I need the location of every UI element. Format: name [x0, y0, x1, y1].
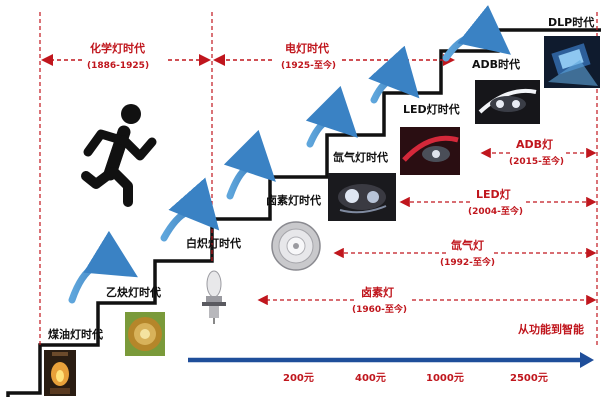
electric-era-title: 电灯时代: [285, 42, 329, 55]
trend-label: 从功能到智能: [518, 323, 584, 336]
price-label-2: 400元: [355, 373, 386, 384]
acetylene-lamp-image: [125, 312, 165, 356]
electric-era-years: (1925-至今): [281, 61, 337, 71]
price-trend-arrow-head: [580, 352, 594, 368]
range-title-halogen: 卤素灯: [361, 286, 394, 299]
step-label-adb: ADB时代: [472, 58, 521, 71]
range-years-xenon: (1992-至今): [440, 258, 496, 268]
curve-arrow-4: [305, 85, 358, 148]
step-label-xenon: 氙气灯时代: [333, 151, 388, 164]
curve-arrow-5: [368, 45, 420, 104]
dlp-headlight-image: [544, 36, 600, 88]
step-label-acetylene: 乙炔灯时代: [106, 286, 161, 299]
step-label-kerosene: 煤油灯时代: [48, 328, 103, 341]
range-title-adb: ADB灯: [516, 138, 554, 151]
staircase-line: [6, 28, 601, 397]
running-person-icon: [81, 104, 157, 207]
price-label-3: 1000元: [426, 373, 464, 384]
incandescent-bulb-image: [202, 270, 226, 324]
step-label-dlp: DLP时代: [548, 16, 595, 29]
range-years-led: (2004-至今): [468, 207, 524, 217]
range-years-adb: (2015-至今): [509, 157, 565, 167]
step-label-halogen: 卤素灯时代: [266, 194, 321, 207]
step-label-incandescent: 白炽灯时代: [186, 237, 241, 250]
range-years-halogen: (1960-至今): [352, 305, 408, 315]
kerosene-lamp-image: [44, 350, 76, 396]
chemical-era-title: 化学灯时代: [90, 42, 145, 55]
adb-headlight-image: [475, 80, 540, 124]
xenon-headlight-image: [328, 173, 396, 221]
curve-arrow-1: [68, 230, 138, 304]
halogen-reflector-image: [271, 221, 321, 271]
curve-arrow-3: [223, 129, 276, 200]
step-curve-arrows: [68, 5, 511, 304]
chemical-era-years: (1886-1925): [87, 61, 150, 71]
price-label-1: 200元: [283, 373, 314, 384]
curve-arrow-2: [160, 177, 220, 242]
range-title-led: LED灯: [476, 188, 511, 201]
range-title-xenon: 氙气灯: [451, 239, 484, 252]
curve-arrow-6: [442, 5, 511, 62]
step-label-led: LED灯时代: [403, 103, 460, 116]
led-headlight-image: [400, 127, 460, 175]
price-label-4: 2500元: [510, 373, 548, 384]
